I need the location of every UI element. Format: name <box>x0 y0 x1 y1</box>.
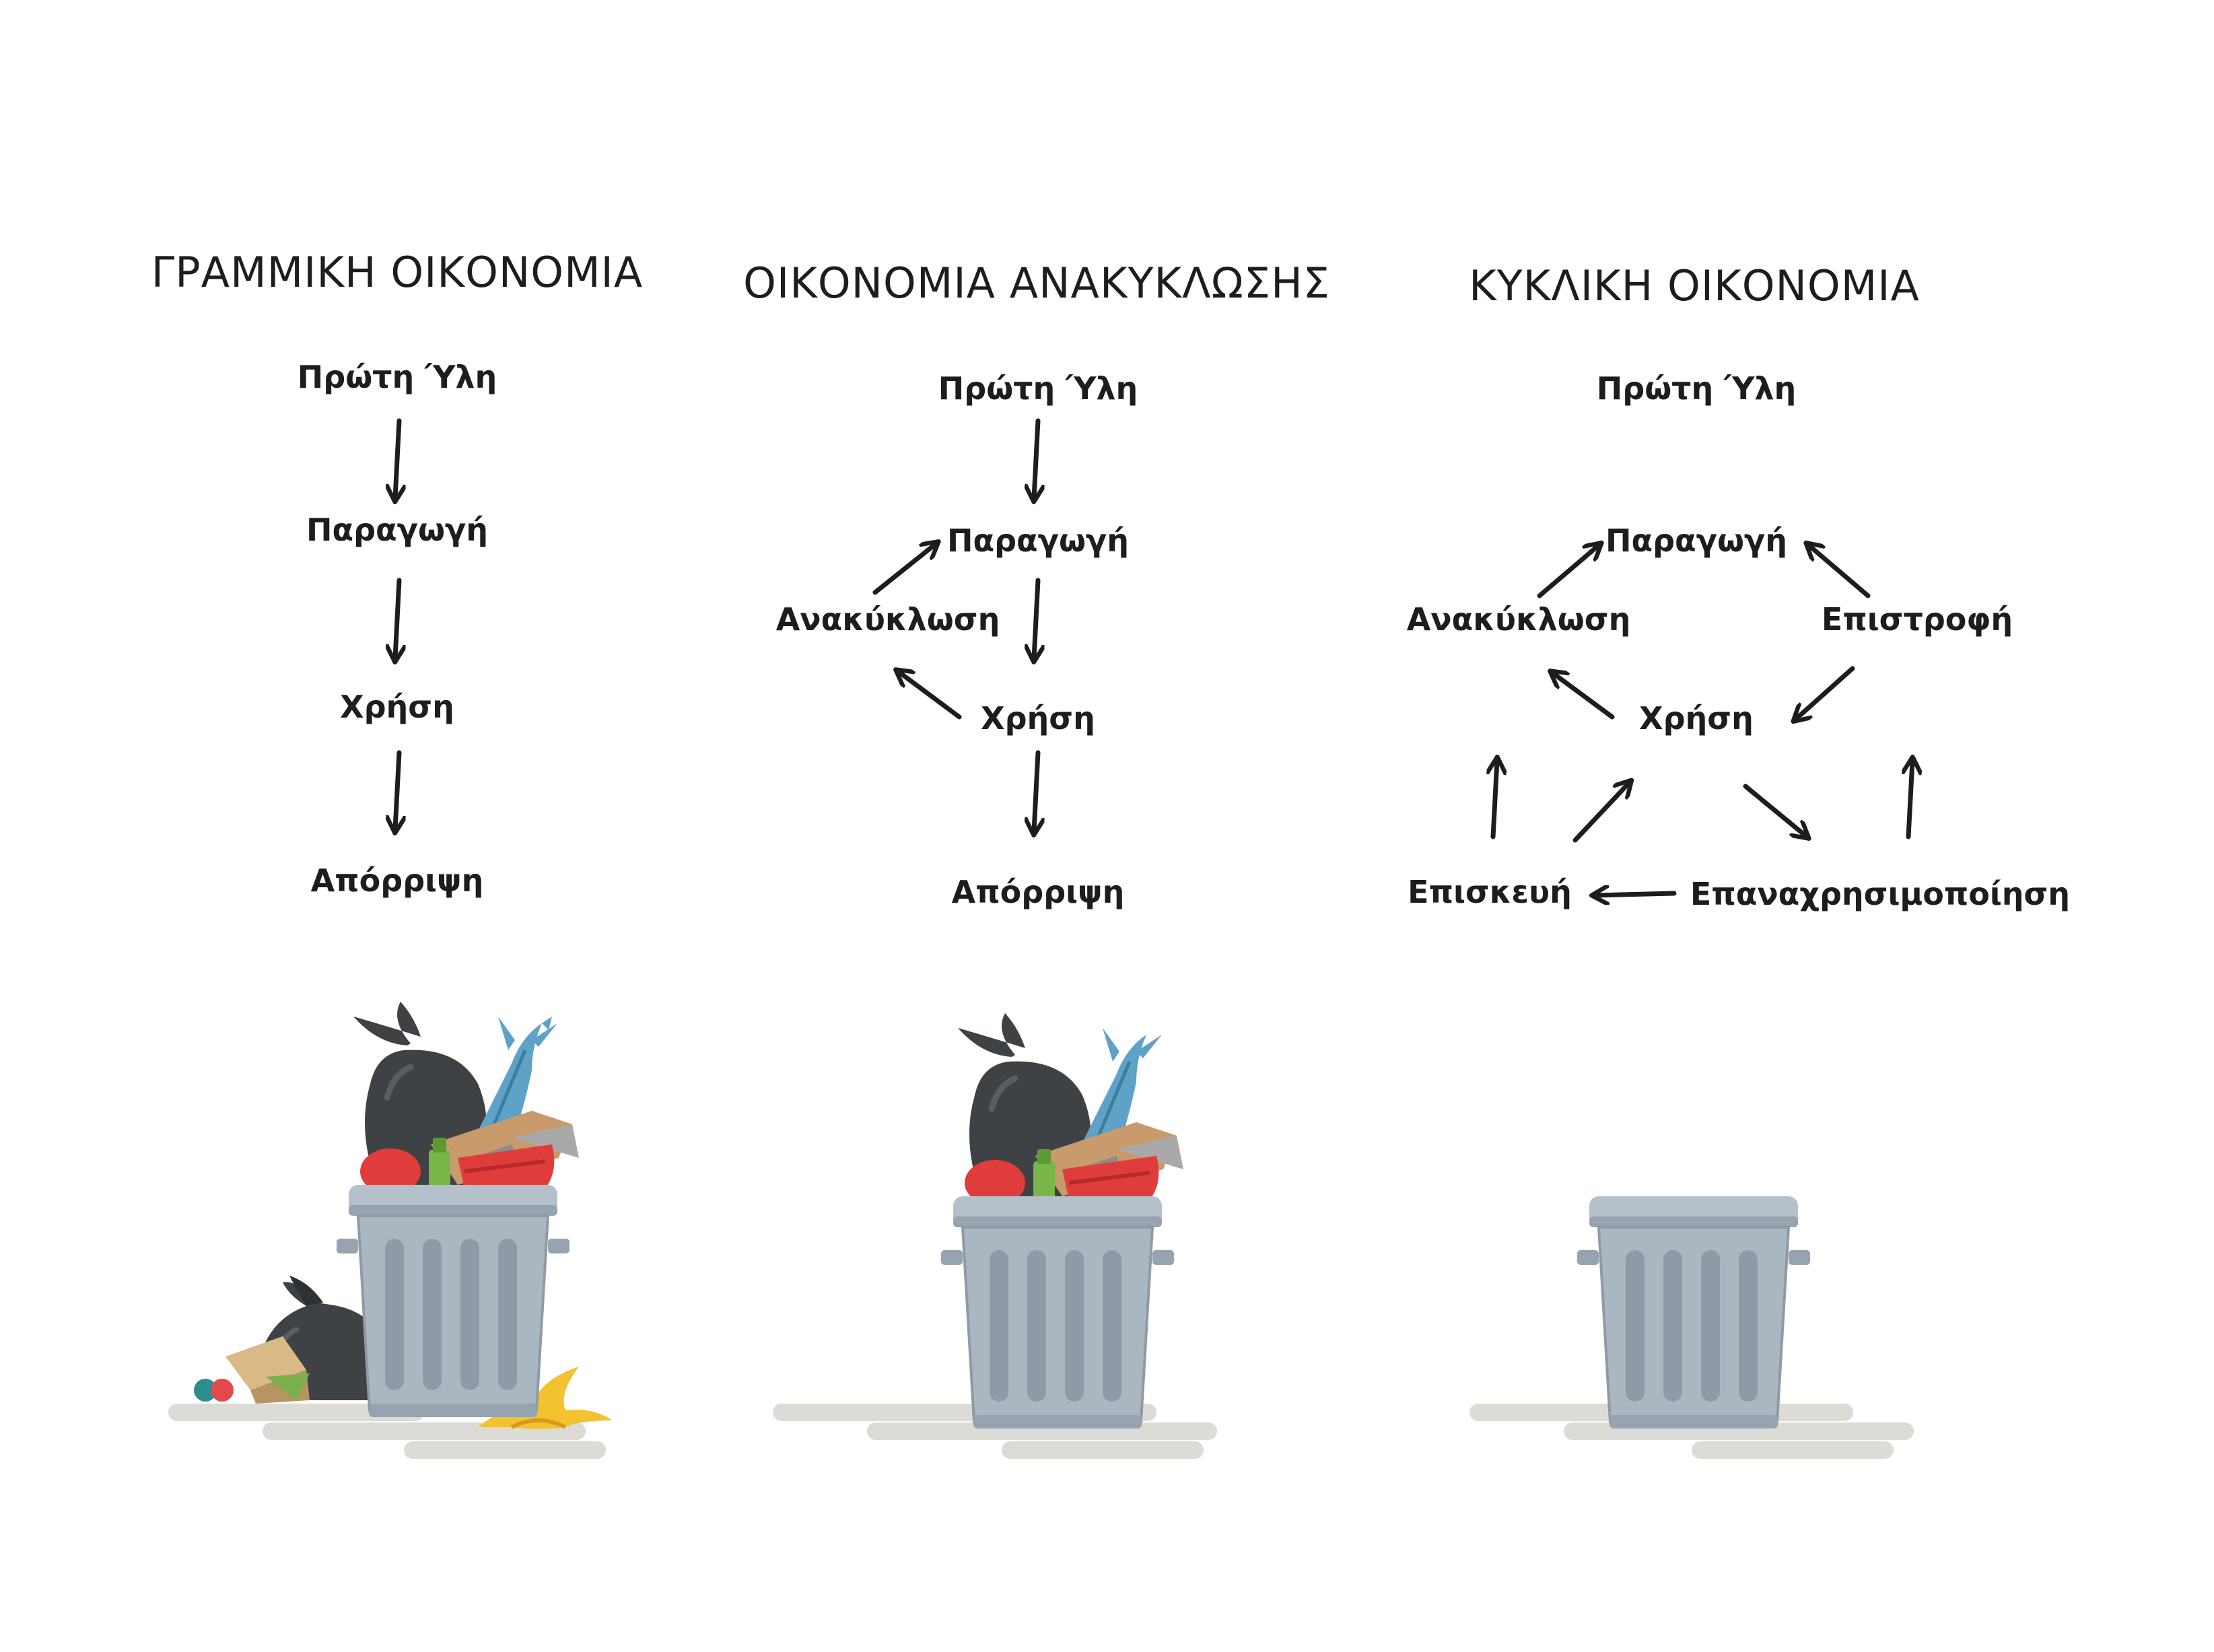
recycling-disposal-label: Απόρριψη <box>951 874 1125 910</box>
arrow-recycling-use-to-disposal <box>1034 750 1038 831</box>
linear-economy-title: ΓΡΑΜΜΙΚΗ ΟΙΚΟΝΟΜΙΑ <box>151 248 644 297</box>
circular-raw-material-label: Πρώτη Ύλη <box>1596 370 1797 407</box>
recycling-raw-material-label: Πρώτη Ύλη <box>938 370 1138 407</box>
arrow-circular-repair-to-recycling <box>1493 761 1497 839</box>
arrow-circular-reuse-to-return <box>1908 761 1912 839</box>
circular-repair-label: Επισκευή <box>1408 874 1572 910</box>
recycling-economy-title: ΟΙΚΟΝΟΜΙΑ ΑΝΑΚΥΚΛΩΣΗΣ <box>743 259 1330 308</box>
arrow-circular-use-to-reuse <box>1743 784 1806 836</box>
arrow-circular-repair-to-use <box>1572 783 1629 843</box>
linear-production-label: Παραγωγή <box>306 512 489 548</box>
arrow-recycling-raw-to-production <box>1034 418 1038 498</box>
recycling-production-label: Παραγωγή <box>946 522 1130 559</box>
recycling-use-label: Χρήση <box>981 700 1095 736</box>
arrow-linear-raw-to-production <box>395 418 399 498</box>
circular-return-label: Επιστροφή <box>1821 601 2013 638</box>
circular-recycling-label: Ανακύκλωση <box>1406 601 1631 638</box>
linear-raw-material-label: Πρώτη Ύλη <box>297 359 497 395</box>
arrow-recycling-use-to-recycling <box>899 672 962 720</box>
circular-production-label: Παραγωγή <box>1605 522 1788 559</box>
circular-use-label: Χρήση <box>1639 700 1754 736</box>
arrow-circular-use-to-recycling <box>1553 673 1615 720</box>
arrow-circular-return-to-use <box>1796 666 1855 719</box>
overflowing-trash-can-icon <box>168 1002 613 1459</box>
linear-disposal-label: Απόρριψη <box>310 862 484 899</box>
arrow-circular-reuse-to-repair <box>1595 893 1677 895</box>
recycling-recycling-label: Ανακύκλωση <box>775 601 1000 638</box>
arrow-circular-recycling-to-production <box>1537 545 1599 598</box>
arrow-circular-return-to-production <box>1809 545 1871 598</box>
arrow-recycling-production-to-use <box>1034 578 1038 658</box>
linear-use-label: Χρήση <box>340 689 454 725</box>
arrow-linear-use-to-disposal <box>395 750 399 829</box>
circular-economy-title: ΚΥΚΛΙΚΗ ΟΙΚΟΝΟΜΙΑ <box>1469 261 1920 310</box>
arrow-linear-production-to-use <box>395 578 399 658</box>
arrow-recycling-recycling-to-production <box>872 544 936 595</box>
empty-trash-can-icon <box>1469 1196 1914 1459</box>
circular-reuse-label: Επαναχρησιμοποίηση <box>1690 876 2071 912</box>
overflowing-trash-can-icon <box>773 1013 1217 1459</box>
